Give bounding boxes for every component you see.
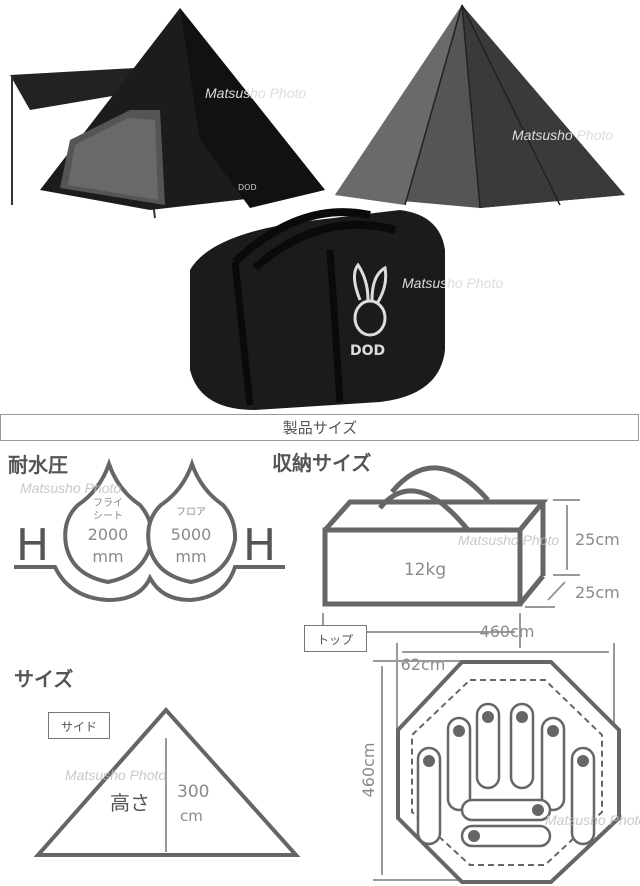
floor-value: 5000 (171, 525, 212, 544)
sleeper-head-icon (468, 830, 480, 842)
side-size-diagram: サイズ サイド 高さ 300 cm Matsusho Photo (14, 667, 301, 857)
top-depth-dimension: 460cm (359, 743, 378, 798)
tent-with-tarp-photo: DOD Matsusho Photo (10, 8, 325, 219)
sleeper-head-icon (453, 725, 465, 737)
watermark: Matsusho Photo (65, 767, 166, 783)
height-unit: cm (180, 807, 203, 825)
top-tag (304, 625, 367, 652)
sleeper-head-icon (423, 755, 435, 767)
sleeper-head-icon (547, 725, 559, 737)
h-letter-left: H (16, 520, 49, 571)
watermark: Matsusho Photo (402, 275, 503, 291)
weight-value: 12kg (404, 560, 446, 580)
sleeping-bag-icon (509, 702, 535, 790)
storage-title: 収納サイズ (272, 451, 371, 475)
top-size-diagram: トップ 460cm 460cm Matsusho Photo (304, 622, 640, 884)
size-title: サイズ (14, 667, 73, 691)
sleeper-head-icon (516, 711, 528, 723)
sleeping-bag-icon (540, 716, 566, 812)
water-pressure-title: 耐水圧 (8, 453, 68, 477)
storage-size-diagram: 収納サイズ 12kg Matsusho Photo 25cm 25cm 62cm (272, 451, 620, 674)
sleeping-bag-icon (460, 798, 552, 822)
bag-logo: DOD (350, 343, 385, 359)
top-width-dimension: 460cm (480, 622, 535, 641)
sleeping-bag-icon (416, 746, 442, 846)
fly-unit: mm (92, 547, 123, 566)
height-label: 高さ (110, 791, 150, 815)
sleeper-head-icon (532, 804, 544, 816)
sleeping-bag-icon (460, 824, 552, 848)
height-dimension: 25cm (575, 530, 620, 549)
water-pressure-diagram: 耐水圧 H H フライ シート 2000 mm フロア 5000 mm Mats… (8, 453, 285, 603)
rabbit-logo (353, 262, 388, 337)
top-tag-label: トップ (317, 633, 353, 647)
fly-label-2: シート (93, 511, 123, 522)
floor-label: フロア (176, 507, 206, 518)
watermark: Matsusho Photo (545, 812, 640, 828)
section-title: 製品サイズ (283, 419, 358, 437)
side-tag (48, 712, 110, 739)
watermark: Matsusho Photo (512, 127, 613, 143)
height-value: 300 (177, 782, 209, 802)
section-header: 製品サイズ (0, 414, 639, 441)
sleeping-bag-icon (475, 702, 501, 790)
carry-bag-photo: DOD Matsusho Photo (190, 208, 503, 410)
watermark: Matsusho Photo (458, 532, 559, 548)
depth-dimension: 25cm (575, 583, 620, 602)
sleeper-head-icon (577, 755, 589, 767)
sleeping-bag-icon (570, 746, 596, 846)
width-dimension: 62cm (401, 655, 446, 674)
fly-label: フライ (93, 497, 123, 509)
side-tag-label: サイド (61, 720, 97, 734)
mesh-inner-tent-photo: Matsusho Photo (335, 4, 625, 209)
tent-logo: DOD (238, 183, 257, 192)
h-letter-right: H (243, 520, 276, 571)
watermark: Matsusho Photo (205, 85, 306, 101)
floor-unit: mm (175, 547, 206, 566)
sleeping-bag-icon (446, 716, 472, 812)
watermark: Matsusho Photo (20, 480, 121, 496)
sleeper-head-icon (482, 711, 494, 723)
fly-value: 2000 (88, 525, 129, 544)
